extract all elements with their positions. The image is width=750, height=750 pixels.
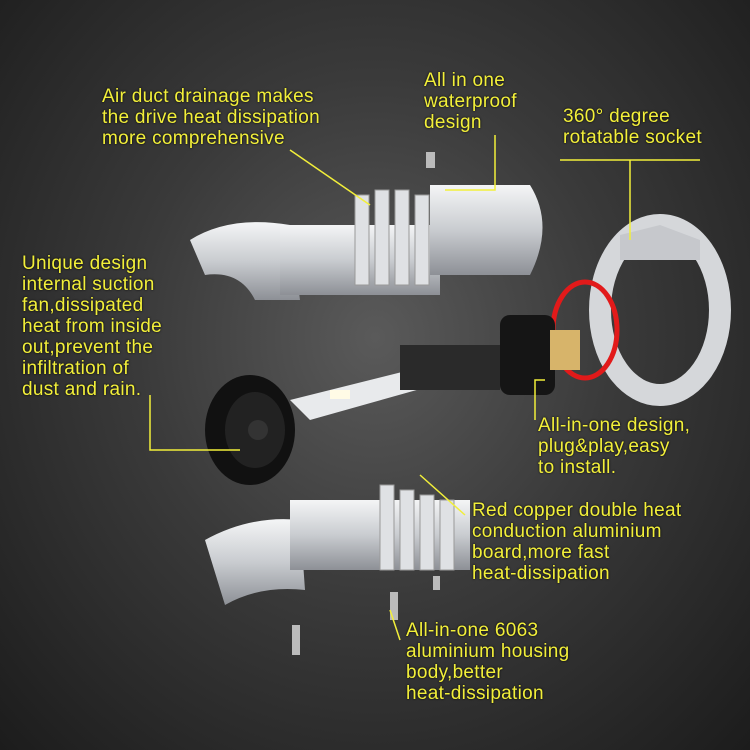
- callout-copper: Red copper double heat conduction alumin…: [472, 500, 682, 584]
- lower-housing: [205, 484, 470, 655]
- screw-icon: [426, 152, 435, 168]
- screw-icon: [433, 576, 440, 590]
- callout-waterproof: All in one waterproof design: [424, 70, 517, 133]
- callout-housing: All-in-one 6063 aluminium housing body,b…: [406, 620, 570, 704]
- screw-icon: [390, 592, 398, 620]
- leader-lines: [149, 135, 700, 641]
- socket-ring: [589, 214, 731, 406]
- callout-air-duct: Air duct drainage makes the drive heat d…: [102, 86, 320, 149]
- callout-socket: 360° degree rotatable socket: [563, 106, 702, 148]
- fan: [205, 375, 295, 485]
- upper-housing: [190, 152, 543, 300]
- led-board: [290, 315, 580, 420]
- callout-fan: Unique design internal suction fan,dissi…: [22, 253, 162, 400]
- screw-icon: [292, 625, 300, 655]
- callout-plug: All-in-one design, plug&play,easy to ins…: [538, 415, 691, 478]
